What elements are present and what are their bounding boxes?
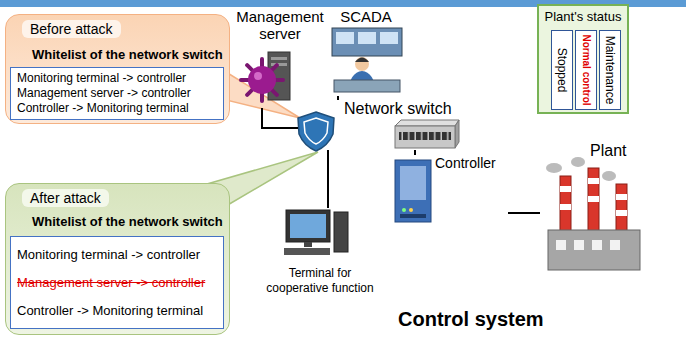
status-strip: Normal control — [575, 30, 597, 110]
callout-heading: Whitelist of the network switch — [32, 214, 223, 229]
device-label-box: Management server — [232, 8, 328, 108]
device-label-box: Plant — [540, 140, 645, 278]
status-strip: Maintenance — [599, 30, 621, 110]
network-cable — [414, 150, 416, 155]
device-label-box: Terminal for cooperative function — [258, 208, 382, 303]
status-panel: Plant's statusStopped Normal control Maint… — [537, 4, 629, 114]
status-text: Stopped — [555, 48, 569, 93]
whitelist-rule: Monitoring terminal -> controller — [17, 241, 200, 269]
device-label-box: Controller — [393, 155, 508, 227]
whitelist-rule: Controller -> Monitoring terminal — [17, 297, 203, 325]
switch-icon — [395, 120, 459, 148]
whitelist-rule: Controller -> Monitoring terminal — [17, 101, 189, 116]
scada-operator-icon — [332, 28, 402, 92]
device-label: Network switch — [344, 100, 452, 118]
shield-icon — [298, 112, 334, 151]
device-label-box: Network switch — [298, 100, 458, 150]
device-label: SCADA — [340, 8, 392, 25]
whitelist-rule-removed: Management server -> controller — [17, 269, 205, 297]
callout-box: Before attackWhitelist of the network sw… — [5, 14, 230, 124]
region-title: Control system — [398, 308, 544, 331]
status-title: Plant's status — [545, 9, 622, 24]
computer-icon — [284, 210, 348, 255]
device-label: Terminal for cooperative function — [258, 266, 382, 296]
network-cable — [262, 108, 298, 128]
network-cable — [508, 212, 540, 214]
whitelist-rule: Management server -> controller — [17, 86, 191, 101]
whitelist-rule: Monitoring terminal -> controller — [17, 71, 186, 86]
network-cable — [327, 150, 329, 208]
server-virus-icon — [241, 52, 290, 101]
device-label: Management server — [232, 8, 328, 42]
controller-icon — [395, 160, 431, 222]
plant-icon — [546, 157, 640, 270]
device-label: Plant — [590, 142, 626, 160]
device-label: Controller — [435, 155, 496, 171]
status-strip: Stopped — [551, 30, 573, 110]
whitelist-box: Monitoring terminal -> controllerManagem… — [10, 236, 224, 329]
status-text-active: Normal control — [581, 34, 592, 105]
status-text: Maintenance — [603, 36, 617, 105]
network-cable — [337, 96, 339, 100]
whitelist-box: Monitoring terminal -> controllerManagem… — [10, 67, 224, 120]
callout-title: Before attack — [22, 20, 121, 38]
callout-title: After attack — [22, 189, 109, 207]
callout-box: After attackWhitelist of the network swi… — [5, 183, 230, 335]
shield-icon — [304, 118, 328, 144]
callout-heading: Whitelist of the network switch — [32, 47, 223, 62]
device-label-box: SCADA — [326, 8, 406, 96]
region-outline — [237, 27, 686, 343]
